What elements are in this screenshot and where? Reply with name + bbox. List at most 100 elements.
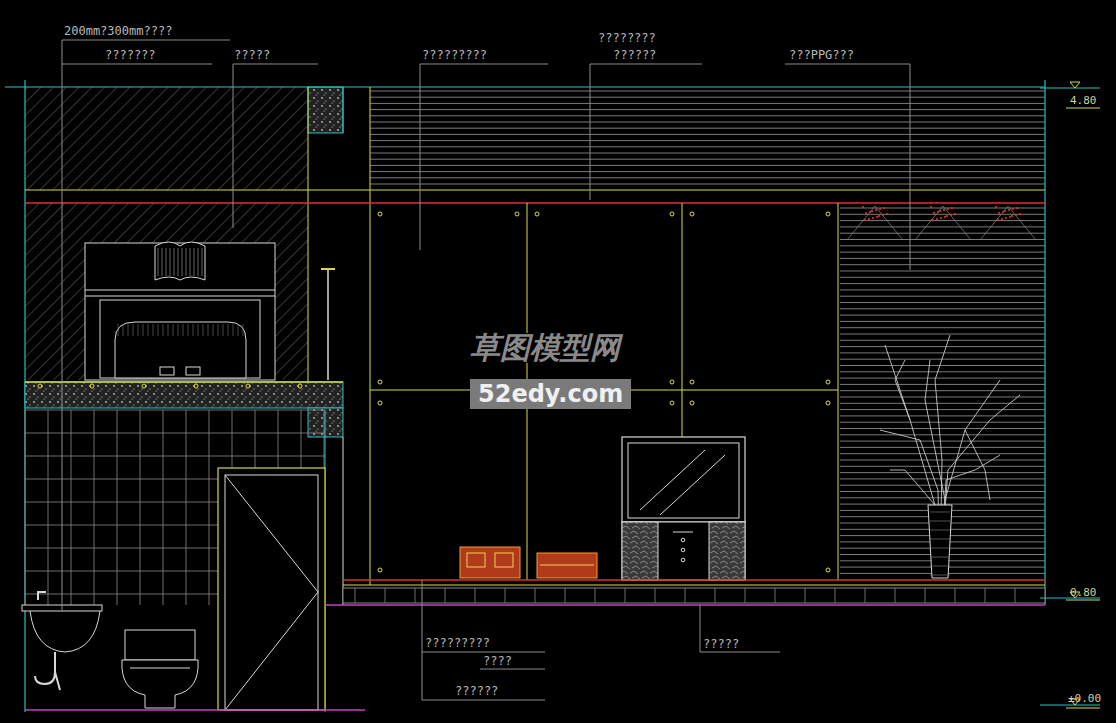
tile-line	[186, 410, 187, 605]
spot-light	[882, 214, 884, 216]
cladding-line	[840, 327, 1045, 328]
cladding-line	[840, 239, 1045, 240]
ceiling-line	[5, 86, 1045, 87]
tile-line	[209, 410, 210, 605]
brick-joint	[625, 588, 626, 603]
tile-line	[94, 410, 95, 605]
bench-line	[238, 324, 239, 336]
cladding-line	[840, 441, 1045, 442]
cladding-line	[840, 283, 1045, 284]
leader-line	[590, 64, 591, 200]
brick-joint	[565, 588, 566, 603]
door-swing	[225, 475, 318, 710]
spot-light	[997, 219, 999, 221]
level-symbol	[1070, 82, 1080, 88]
tile-line	[25, 456, 325, 457]
spot-light	[864, 219, 866, 221]
bench-line	[183, 324, 184, 336]
leader-line	[422, 700, 545, 701]
cladding-line	[840, 428, 1045, 429]
book-line	[166, 248, 167, 276]
stereo-unit	[460, 547, 520, 578]
level-value: 4.80	[1070, 95, 1097, 106]
faucet	[38, 592, 46, 600]
cabinet-knob	[681, 558, 685, 562]
brick-joint	[655, 588, 656, 603]
book-line	[162, 248, 163, 276]
cladding-line	[840, 220, 1045, 221]
brick-joint	[925, 588, 926, 603]
book-line	[158, 248, 159, 276]
piano-pedal	[160, 367, 174, 375]
bolt-dot	[194, 384, 198, 388]
book-line	[170, 248, 171, 276]
concrete-hatch	[25, 87, 308, 190]
level-line	[1040, 705, 1100, 706]
cladding-line	[840, 352, 1045, 353]
panel-bolt	[690, 380, 694, 384]
bolt-dot	[246, 384, 250, 388]
bench-line	[203, 324, 204, 336]
leader-line	[420, 64, 421, 250]
cladding-line	[840, 308, 1045, 309]
material-note: ?????	[234, 49, 270, 61]
dimension-note: 200mm?300mm????	[64, 25, 172, 37]
bench-line	[118, 324, 119, 336]
material-note: ?????????	[425, 637, 490, 649]
cladding-line	[840, 245, 1045, 246]
spot-light	[937, 211, 939, 213]
vase-line	[930, 539, 950, 540]
cladding-line	[840, 302, 1045, 303]
book-line	[194, 248, 195, 276]
material-note: ?????	[703, 638, 739, 650]
leader-line	[480, 669, 545, 670]
vase-line	[930, 557, 950, 558]
tile-line	[71, 410, 72, 605]
cladding-line	[840, 226, 1045, 227]
column-line	[308, 87, 309, 382]
bolt-dot	[38, 384, 42, 388]
spot-light	[950, 214, 952, 216]
cabinet-knob	[681, 538, 685, 542]
leader-line	[62, 64, 212, 65]
spot-light	[943, 209, 945, 211]
leader-line	[422, 652, 545, 653]
brick-joint	[715, 588, 716, 603]
bench-line	[243, 324, 244, 336]
spot-light	[886, 213, 888, 215]
leader-line	[590, 64, 702, 65]
panel-bolt	[826, 380, 830, 384]
cladding-line	[840, 434, 1045, 435]
plant-stem	[890, 470, 935, 505]
cladding-line	[840, 208, 1045, 209]
bench-line	[133, 324, 134, 336]
cladding-line	[840, 466, 1045, 467]
bench-line	[173, 324, 174, 336]
spot-light	[1016, 207, 1018, 209]
tv-set	[622, 437, 745, 522]
spot-light	[946, 215, 948, 217]
book-line	[178, 248, 179, 276]
bench-line	[198, 324, 199, 336]
watermark: 草图模型网	[468, 333, 622, 363]
plant-stem	[925, 360, 945, 500]
bolt-dot	[298, 384, 302, 388]
spot-light	[1012, 208, 1014, 210]
cladding-line	[840, 472, 1045, 473]
book-line	[174, 248, 175, 276]
brick-joint	[445, 588, 446, 603]
cladding-line	[840, 365, 1045, 366]
brick-joint	[775, 588, 776, 603]
vase-line	[930, 548, 950, 549]
brick-joint	[685, 588, 686, 603]
brick-joint	[955, 588, 956, 603]
spot-light	[940, 217, 942, 219]
bench-line	[228, 324, 229, 336]
bench-line	[218, 324, 219, 336]
ground-line	[325, 604, 1045, 606]
cladding-line	[370, 177, 1045, 178]
spot-light	[954, 213, 956, 215]
cladding-line	[840, 504, 1045, 505]
material-note: ???PPG???	[789, 49, 854, 61]
book-line	[190, 248, 191, 276]
